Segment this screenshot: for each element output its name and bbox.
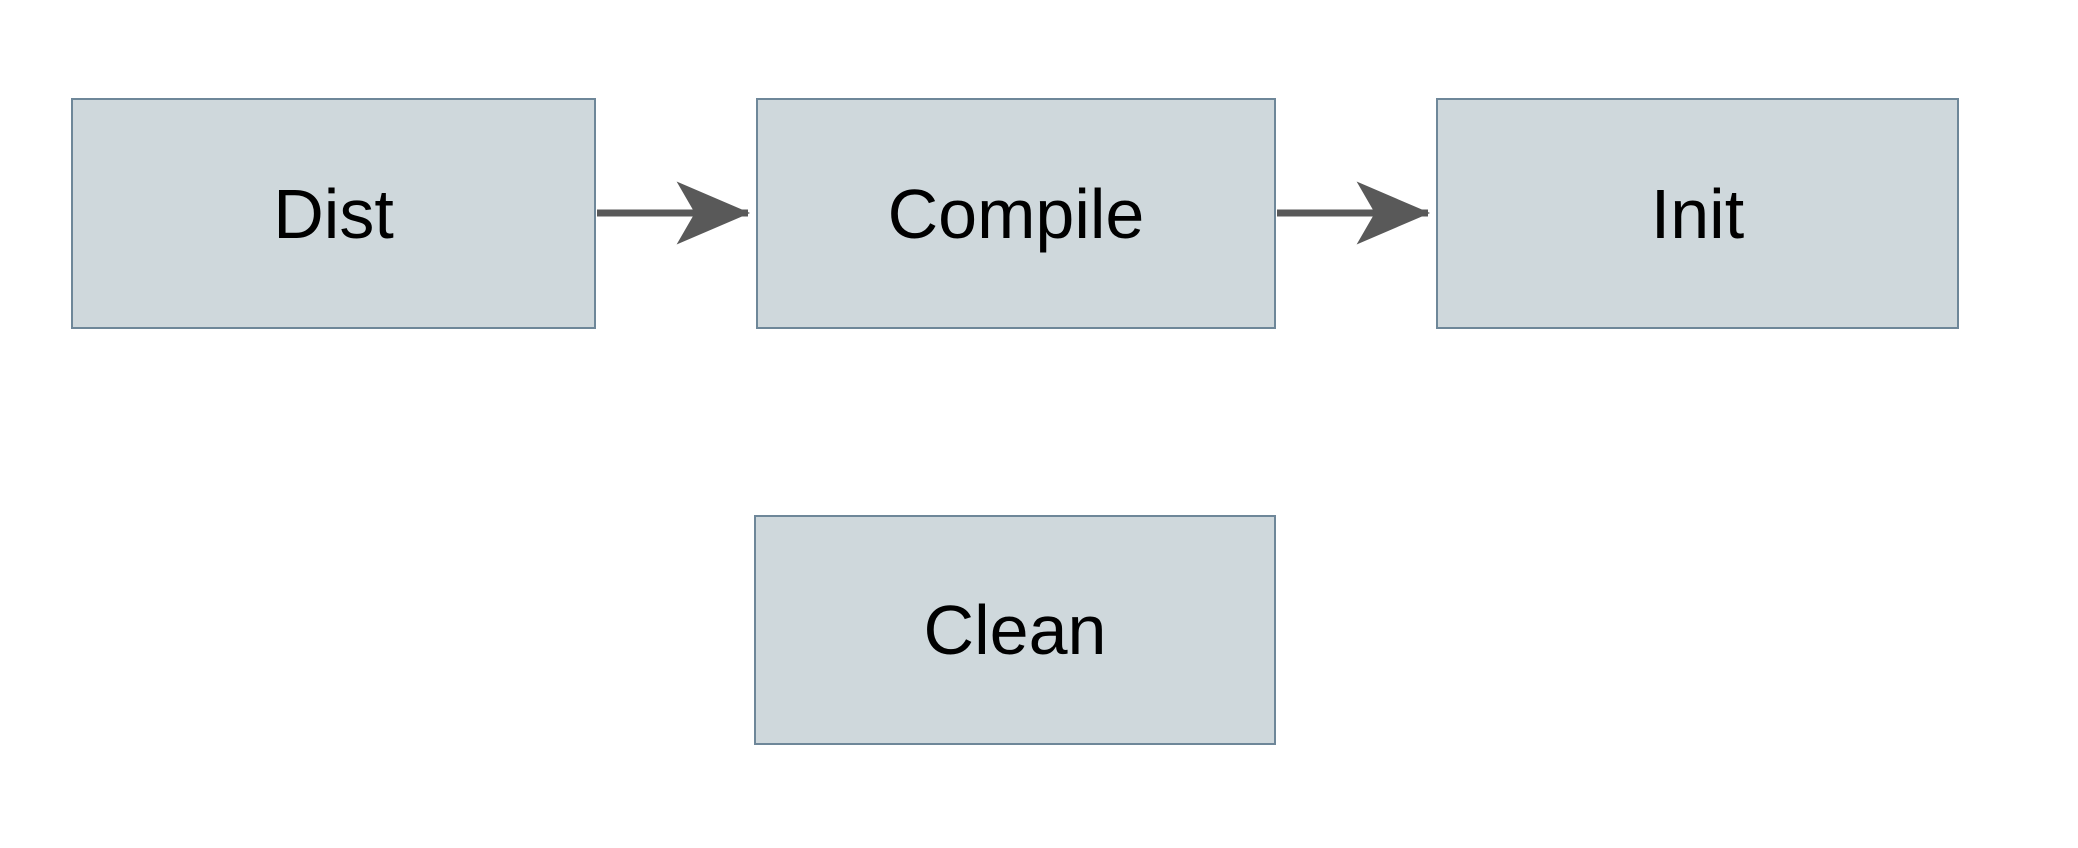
node-compile[interactable]: Compile [756, 98, 1276, 329]
node-init[interactable]: Init [1436, 98, 1959, 329]
edge-dist-to-compile-hitbox[interactable] [597, 198, 756, 228]
node-dist-label: Dist [273, 174, 394, 253]
node-compile-label: Compile [887, 174, 1145, 253]
node-dist[interactable]: Dist [71, 98, 596, 329]
edge-compile-to-init-hitbox[interactable] [1277, 198, 1436, 228]
node-clean[interactable]: Clean [754, 515, 1276, 745]
node-init-label: Init [1650, 174, 1745, 253]
node-clean-label: Clean [923, 591, 1107, 669]
